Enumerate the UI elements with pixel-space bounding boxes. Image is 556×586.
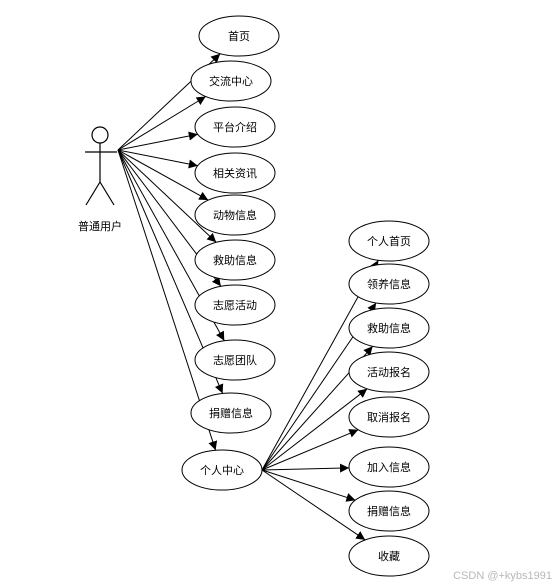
use-case-7-label: 志愿活动	[213, 299, 257, 312]
arrow-personal-center-to-use-case-7	[261, 469, 356, 502]
personal-center-use-case-8: 收藏	[348, 535, 430, 577]
personal-center-use-case-6-ellipse	[348, 446, 430, 488]
use-case-1-ellipse	[198, 15, 280, 57]
use-case-4-label: 相关资讯	[213, 166, 257, 180]
arrow-personal-center-to-use-case-8	[261, 469, 366, 541]
use-case-2-ellipse	[190, 60, 272, 102]
use-case-10-ellipse	[181, 449, 263, 491]
use-case-2: 交流中心	[190, 60, 272, 102]
use-case-1-label: 首页	[228, 29, 250, 43]
use-case-8-ellipse	[194, 339, 276, 381]
use-case-3: 平台介绍	[194, 106, 276, 148]
personal-center-use-case-2: 领养信息	[348, 263, 430, 305]
arrow-actor-to-use-case-2	[117, 96, 206, 151]
personal-center-use-case-7-label: 捐赠信息	[367, 504, 411, 518]
use-case-10: 个人中心	[181, 449, 263, 491]
personal-center-use-case-3-ellipse	[348, 307, 430, 349]
use-case-9-ellipse	[190, 392, 272, 434]
use-case-8: 志愿团队	[194, 339, 276, 381]
personal-center-use-case-1: 个人首页	[348, 220, 430, 262]
use-case-7-ellipse	[194, 284, 276, 326]
personal-center-use-case-7-ellipse	[348, 490, 430, 532]
use-case-5-label: 动物信息	[213, 208, 257, 222]
personal-center-use-case-3: 救助信息	[348, 307, 430, 349]
personal-center-use-case-2-ellipse	[348, 263, 430, 305]
personal-center-use-case-6: 加入信息	[348, 446, 430, 488]
arrow-personal-center-to-use-case-4	[261, 388, 368, 471]
arrow-actor-to-use-case-4	[117, 149, 198, 169]
personal-center-use-case-3-label: 救助信息	[367, 321, 411, 335]
use-case-5: 动物信息	[194, 194, 276, 236]
use-case-9: 捐赠信息	[190, 392, 272, 434]
personal-center-use-case-1-ellipse	[348, 220, 430, 262]
personal-center-use-case-5-ellipse	[348, 396, 430, 438]
arrow-personal-center-to-use-case-6	[261, 463, 350, 473]
personal-center-use-case-8-ellipse	[348, 535, 430, 577]
arrow-actor-to-use-case-6	[117, 149, 217, 243]
personal-center-use-case-6-label: 加入信息	[367, 460, 411, 474]
use-case-8-label: 志愿团队	[213, 353, 257, 367]
use-case-3-ellipse	[194, 106, 276, 148]
use-case-9-label: 捐赠信息	[209, 406, 253, 420]
use-case-4-ellipse	[194, 152, 276, 194]
arrow-actor-to-use-case-5	[117, 149, 209, 201]
personal-center-use-case-4-label: 活动报名	[367, 365, 411, 379]
personal-center-use-case-2-label: 领养信息	[367, 277, 411, 291]
use-case-2-label: 交流中心	[209, 74, 253, 88]
use-case-7: 志愿活动	[194, 284, 276, 326]
personal-center-use-case-7: 捐赠信息	[348, 490, 430, 532]
actor-stick-figure	[85, 126, 117, 206]
personal-center-use-case-1-label: 个人首页	[367, 234, 411, 248]
use-case-4: 相关资讯	[194, 152, 276, 194]
arrow-personal-center-to-use-case-5	[261, 429, 359, 471]
use-case-3-label: 平台介绍	[213, 120, 257, 134]
use-case-5-ellipse	[194, 194, 276, 236]
actor-label: 普通用户	[78, 219, 122, 233]
personal-center-use-case-5-label: 取消报名	[367, 410, 411, 424]
csdn-watermark: CSDN @+kybs1991	[453, 570, 552, 582]
personal-center-use-case-5: 取消报名	[348, 396, 430, 438]
use-case-6-label: 救助信息	[213, 253, 257, 267]
personal-center-use-case-4-ellipse	[348, 351, 430, 393]
use-case-6: 救助信息	[194, 239, 276, 281]
personal-center-use-case-4: 活动报名	[348, 351, 430, 393]
personal-center-use-case-8-label: 收藏	[378, 549, 400, 563]
use-case-10-label: 个人中心	[200, 464, 244, 477]
use-case-1: 首页	[198, 15, 280, 57]
arrow-actor-to-use-case-3	[117, 131, 198, 151]
use-case-6-ellipse	[194, 239, 276, 281]
